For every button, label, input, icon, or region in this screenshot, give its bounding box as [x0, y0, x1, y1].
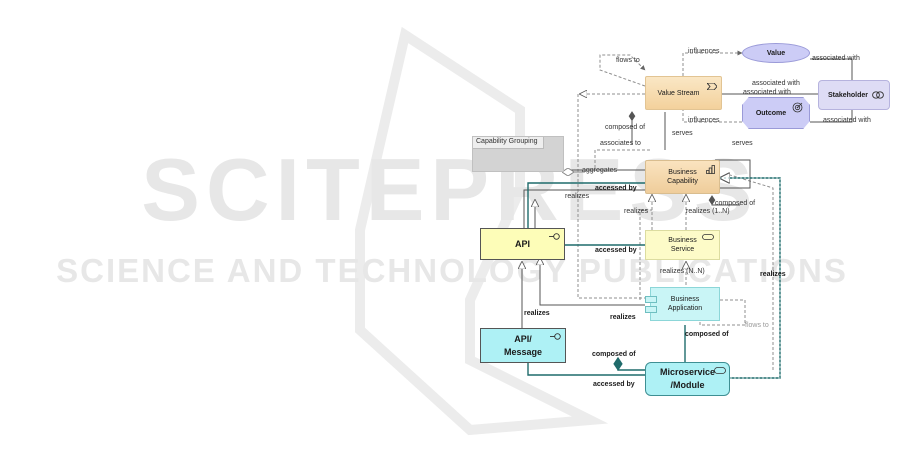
business-service-node[interactable]: Business Service	[645, 230, 720, 260]
edge-label-influences: influences	[688, 117, 720, 124]
edge-label-flows-to: flows to	[616, 57, 640, 64]
business-application-node[interactable]: Business Application	[650, 287, 720, 321]
api-message-node[interactable]: API/ Message	[480, 328, 566, 363]
service-icon	[702, 234, 714, 240]
edge-label-associated-with: associated with	[752, 80, 800, 87]
interface-icon	[550, 333, 561, 340]
edge-label-associated-with: associated with	[743, 89, 791, 96]
watermark-sub: SCIENCE AND TECHNOLOGY PUBLICATIONS	[56, 252, 848, 289]
edge-label-realizes: realizes	[610, 314, 636, 321]
value-label: Value	[766, 49, 786, 57]
edge-label-composed-of: composed of	[715, 200, 756, 207]
target-icon	[792, 102, 803, 113]
edge-label-flows-to: flows to	[745, 322, 769, 329]
api-label: API	[514, 239, 530, 249]
capability-grouping-header	[473, 137, 544, 149]
value-node[interactable]: Value	[742, 43, 810, 63]
capability-grouping-label: Capability Grouping	[476, 138, 538, 145]
business-application-label: Business Application	[667, 296, 703, 312]
microservice-label: Microservice /Module	[659, 367, 716, 390]
edge-label-accessed-by: accessed by	[593, 381, 635, 388]
value-stream-label: Value Stream	[657, 89, 700, 97]
edge-label-composed-of: composed of	[592, 351, 636, 358]
stakeholder-icon	[872, 91, 884, 99]
edge-label-accessed-by: accessed by	[595, 247, 637, 254]
outcome-node[interactable]: Outcome	[742, 97, 810, 129]
edge-label-realizes: realizes	[524, 310, 550, 317]
service-icon	[714, 367, 726, 374]
value-stream-icon	[707, 83, 717, 90]
outcome-label: Outcome	[755, 109, 787, 117]
edge-label-serves: serves	[732, 140, 753, 147]
component-tab-1	[645, 296, 657, 303]
api-message-label: API/ Message	[503, 333, 543, 357]
value-stream-node[interactable]: Value Stream	[645, 76, 722, 110]
microservice-node[interactable]: Microservice /Module	[645, 362, 730, 396]
business-service-label: Business Service	[668, 237, 697, 253]
edge-label-aggregates: aggregates	[582, 167, 618, 174]
edge-label-associated-with: associated with	[812, 55, 860, 62]
component-tab-2	[645, 306, 657, 313]
edge-label-associated-with: associated with	[823, 117, 871, 124]
edge-label-realizes: realizes	[760, 271, 786, 278]
stakeholder-label: Stakeholder	[827, 91, 869, 99]
edge-label-realizes-1n: realizes (1..N)	[686, 208, 730, 215]
edge-label-realizes-nn: realizes (N..N)	[660, 268, 705, 275]
stakeholder-node[interactable]: Stakeholder	[818, 80, 890, 110]
edge-label-composed-of: composed of	[605, 124, 646, 131]
capability-grouping-box[interactable]: Capability Grouping	[472, 136, 564, 172]
edge-label-serves: serves	[672, 130, 693, 137]
capability-icon	[706, 165, 715, 174]
edge-label-associates-to: associates to	[600, 140, 641, 147]
edge-label-influences: influences	[688, 48, 720, 55]
api-node[interactable]: API	[480, 228, 565, 260]
edge-label-accessed-by: accessed by	[595, 185, 637, 192]
edge-label-realizes: realizes	[624, 208, 649, 215]
business-capability-node[interactable]: Business Capability	[645, 160, 720, 194]
interface-icon	[549, 233, 560, 240]
business-capability-label: Business Capability	[667, 169, 698, 185]
edge-label-composed-of: composed of	[685, 331, 729, 338]
edge-label-realizes: realizes	[565, 193, 590, 200]
